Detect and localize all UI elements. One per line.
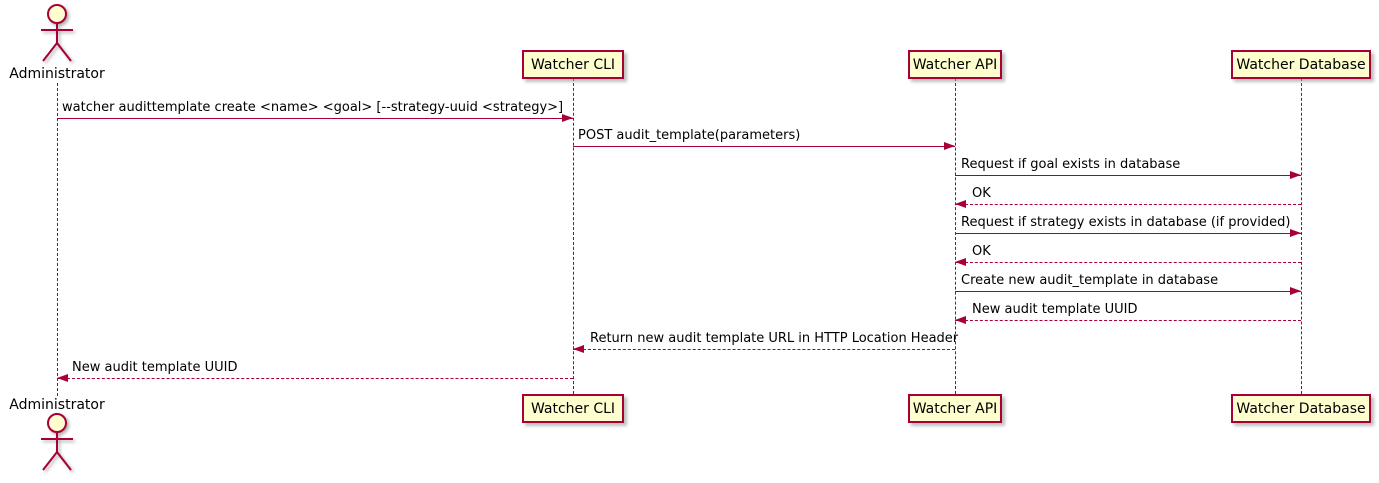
message-line: [573, 349, 955, 350]
arrowhead-icon: [944, 142, 955, 150]
participant-box-watcher-cli-bottom: Watcher CLI: [522, 394, 624, 423]
arrowhead-icon: [1290, 171, 1301, 179]
arrowhead-icon: [562, 114, 573, 122]
participant-box-watcher-database-bottom: Watcher Database: [1231, 394, 1371, 423]
message-line: [955, 204, 1301, 205]
participant-label: Watcher Database: [1236, 56, 1366, 73]
arrowhead-icon: [955, 258, 966, 266]
participant-label: Watcher CLI: [530, 56, 616, 73]
actor-label-administrator-top: Administrator: [9, 66, 105, 82]
participant-box-watcher-database-top: Watcher Database: [1231, 50, 1371, 79]
message-line: [955, 291, 1301, 292]
participant-box-watcher-cli-top: Watcher CLI: [522, 50, 624, 79]
message-label: OK: [972, 244, 991, 259]
message-line: [955, 233, 1301, 234]
lifeline-watcher-database: [1301, 78, 1302, 394]
message-line: [955, 262, 1301, 263]
message-label: POST audit_template(parameters): [578, 128, 801, 143]
message-label: Request if goal exists in database: [961, 157, 1181, 172]
message-line: [57, 378, 573, 379]
message-line: [955, 320, 1301, 321]
lifeline-watcher-api: [955, 78, 956, 394]
arrowhead-icon: [1290, 287, 1301, 295]
arrowhead-icon: [1290, 229, 1301, 237]
actor-label-administrator-bottom: Administrator: [9, 397, 105, 413]
participant-label: Watcher API: [912, 56, 998, 73]
message-label: watcher audittemplate create <name> <goa…: [62, 100, 564, 115]
actor-icon: [41, 4, 73, 62]
message-line: [573, 146, 955, 147]
message-label: Request if strategy exists in database (…: [961, 215, 1291, 230]
message-label: Return new audit template URL in HTTP Lo…: [590, 331, 959, 346]
arrowhead-icon: [955, 316, 966, 324]
participant-box-watcher-api-top: Watcher API: [908, 50, 1002, 79]
participant-label: Watcher API: [912, 400, 998, 417]
participant-box-watcher-api-bottom: Watcher API: [908, 394, 1002, 423]
arrowhead-icon: [955, 200, 966, 208]
arrowhead-icon: [573, 345, 584, 353]
actor-icon: [41, 413, 73, 471]
message-label: OK: [972, 186, 991, 201]
arrowhead-icon: [57, 374, 68, 382]
lifeline-watcher-cli: [573, 78, 574, 394]
message-label: Create new audit_template in database: [961, 273, 1219, 288]
participant-label: Watcher CLI: [530, 400, 616, 417]
lifeline-administrator: [57, 83, 58, 396]
message-label: New audit template UUID: [972, 302, 1138, 317]
message-line: [57, 118, 573, 119]
message-label: New audit template UUID: [72, 360, 238, 375]
participant-label: Watcher Database: [1236, 400, 1366, 417]
message-line: [955, 175, 1301, 176]
